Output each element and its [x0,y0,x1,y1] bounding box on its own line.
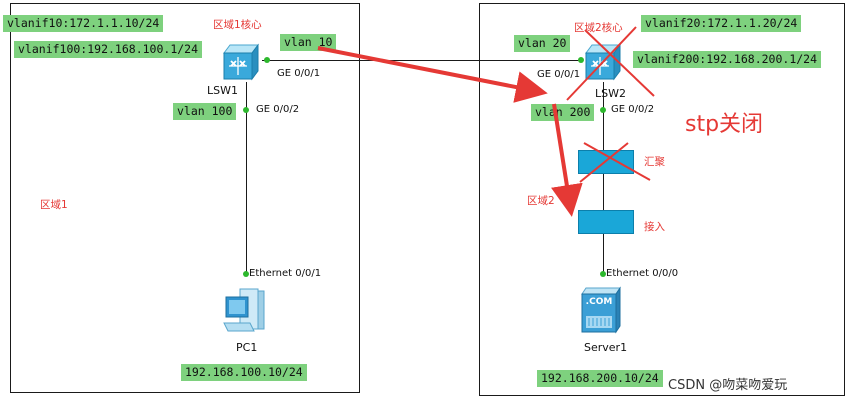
lsw2-switch-icon[interactable] [584,41,622,81]
lsw1-name: LSW1 [207,84,238,97]
lsw1-ge002-port [243,107,249,113]
server1-eth000-label: Ethernet 0/0/0 [606,268,679,279]
vlanif10-tag: vlanif10:172.1.1.10/24 [3,15,164,32]
pc1-eth001-port [243,271,249,277]
lsw1-vlan10-tag: vlan 10 [280,34,337,51]
zone1-frame [10,3,360,393]
aggregation-device[interactable] [578,150,634,174]
zone1-label: 区域1 [40,199,68,211]
server1-server-icon[interactable]: .COM [580,286,624,336]
lsw2-ge001-port [578,57,584,63]
lsw1-pc1-link [246,82,247,274]
server1-eth000-port [600,271,606,277]
zone2-label: 区域2 [527,195,555,207]
access-label: 接入 [644,221,665,233]
pc1-ip-tag: 192.168.100.10/24 [181,364,307,381]
lsw1-switch-icon[interactable] [222,41,260,81]
lsw2-name: LSW2 [595,87,626,100]
lsw2-vlan20-tag: vlan 20 [514,35,571,52]
access-device[interactable] [578,210,634,234]
server1-ip-tag: 192.168.200.10/24 [537,370,663,387]
aggregation-label: 汇聚 [644,156,665,168]
vlanif100-tag: vlanif100:192.168.100.1/24 [14,41,203,58]
zone1-core-label: 区域1核心 [213,19,262,31]
zone2-frame [479,3,845,396]
lsw2-ge001-label: GE 0/0/1 [537,69,581,80]
lsw2-vlan200-tag: vlan 200 [531,104,595,121]
server1-name: Server1 [584,341,628,354]
lsw2-ge002-port [600,107,606,113]
lsw1-ge001-label: GE 0/0/1 [277,68,321,79]
pc1-pc-icon[interactable] [222,287,268,335]
lsw1-ge002-label: GE 0/0/2 [256,104,300,115]
pc1-eth001-label: Ethernet 0/0/1 [249,268,322,279]
lsw1-ge001-port [264,57,270,63]
server1-com-label: .COM [585,297,613,307]
pc1-name: PC1 [236,341,258,354]
trunk-link [262,60,582,61]
zone2-core-label: 区域2核心 [574,22,623,34]
stp-annotation: stp关闭 [685,112,764,137]
watermark: CSDN @吻菜吻爱玩 [668,378,788,393]
vlanif20-tag: vlanif20:172.1.1.20/24 [641,15,802,32]
lsw2-ge002-label: GE 0/0/2 [611,104,655,115]
lsw1-vlan100-tag: vlan 100 [173,103,237,120]
vlanif200-tag: vlanif200:192.168.200.1/24 [633,51,822,68]
